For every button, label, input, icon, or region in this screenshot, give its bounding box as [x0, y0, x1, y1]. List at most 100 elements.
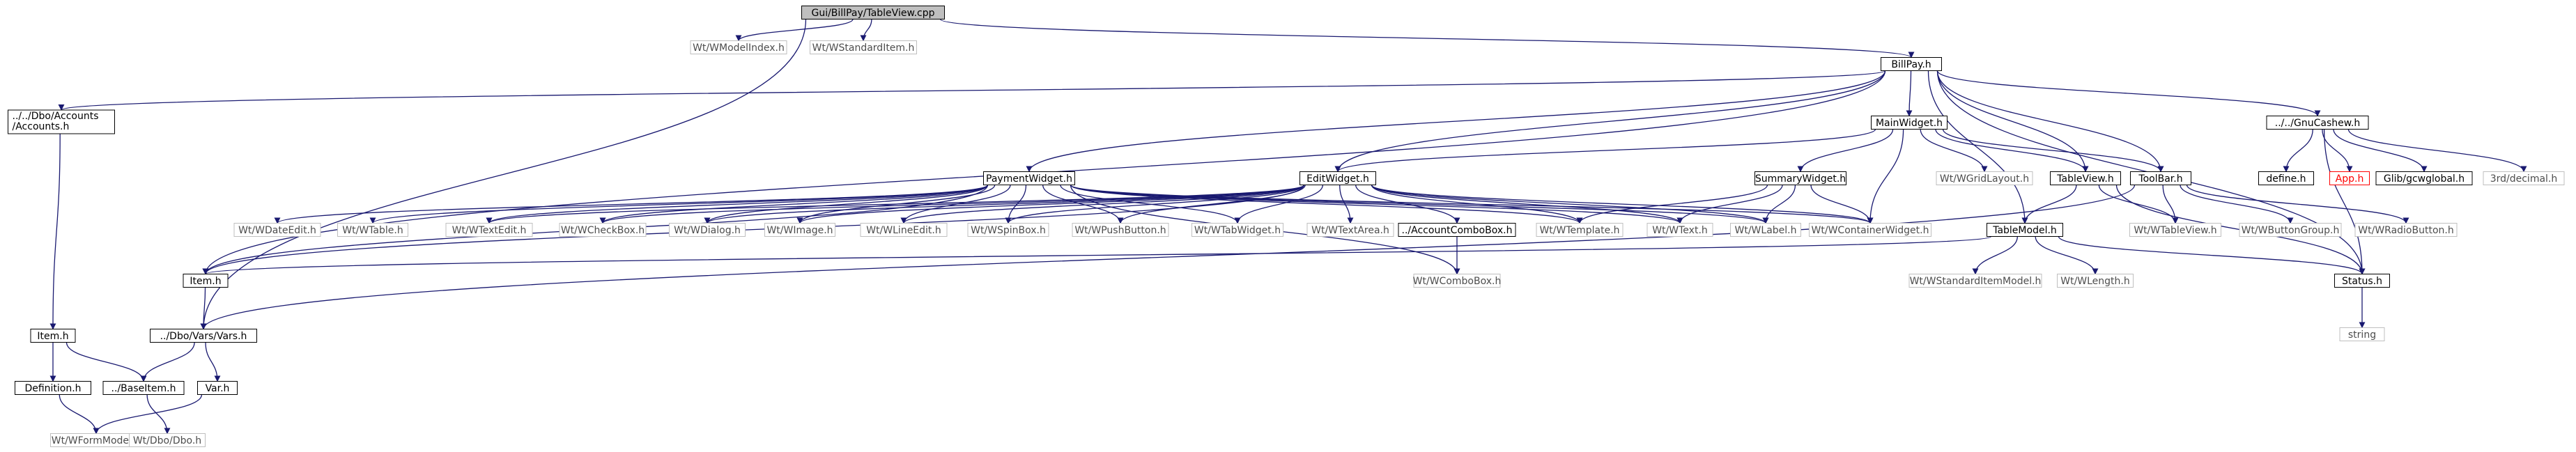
- node-wt-wbuttongroup-h[interactable]: Wt/WButtonGroup.h: [2239, 223, 2342, 237]
- node-box: [2057, 274, 2134, 288]
- node-box: [129, 433, 206, 447]
- node-gnucashew-h[interactable]: ../../GnuCashew.h: [2266, 116, 2369, 130]
- edge-editwidget_h-to-accountcombobox_h: [1355, 185, 1460, 224]
- node-label: Wt/WRadioButton.h: [2358, 225, 2453, 236]
- node-wt-wpushbutton-h[interactable]: Wt/WPushButton.h: [1072, 223, 1169, 237]
- node-wt-wradiobutton-h[interactable]: Wt/WRadioButton.h: [2354, 223, 2458, 237]
- edge-vars_h-to-var_h: [205, 342, 221, 382]
- node-wt-wtabwidget-h[interactable]: Wt/WTabWidget.h: [1191, 223, 1283, 237]
- node-string[interactable]: string: [2339, 327, 2385, 341]
- node-label: TableView.h: [2056, 173, 2113, 185]
- edge-editwidget_h-to-wtextarea: [1339, 185, 1354, 224]
- node-box: [801, 6, 945, 20]
- node-box: [1398, 223, 1516, 237]
- node-wt-wdialog-h[interactable]: Wt/WDialog.h: [669, 223, 746, 237]
- node-item-h[interactable]: Item.h: [183, 274, 229, 288]
- node-dbo-vars-vars-h[interactable]: ../Dbo/Vars/Vars.h: [150, 329, 257, 343]
- node-wt-wlineedit-h[interactable]: Wt/WLineEdit.h: [860, 223, 948, 237]
- node-definition-h[interactable]: Definition.h: [15, 381, 91, 395]
- node-toolbar-h[interactable]: ToolBar.h: [2130, 171, 2191, 185]
- node-label: Wt/WFormModel.h: [52, 435, 141, 446]
- edge-editwidget_h-to-wspinbox: [1005, 185, 1305, 224]
- edge-gnucashew_h-to-decimal: [2347, 129, 2527, 173]
- node-status-h[interactable]: Status.h: [2334, 274, 2390, 288]
- node-accountcombobox-h[interactable]: ../AccountComboBox.h: [1398, 223, 1516, 237]
- node-box: [1871, 116, 1948, 130]
- node-item-h[interactable]: Item.h: [30, 329, 76, 343]
- node-label: App.h: [2336, 173, 2364, 185]
- node-wt-wstandarditemmodel-h[interactable]: Wt/WStandardItemModel.h: [1908, 274, 2042, 288]
- node-gui-billpay-tableview-cpp[interactable]: Gui/BillPay/TableView.cpp: [801, 6, 945, 20]
- node-box: [1809, 223, 1931, 237]
- node-editwidget-h[interactable]: EditWidget.h: [1299, 171, 1376, 185]
- node-wt-wmodelindex-h[interactable]: Wt/WModelIndex.h: [690, 40, 787, 54]
- node-wt-wcombobox-h[interactable]: Wt/WComboBox.h: [1413, 274, 1502, 288]
- node-wt-wtextedit-h[interactable]: Wt/WTextEdit.h: [445, 223, 533, 237]
- edge-toolbar_h-to-wradiobutton: [2186, 185, 2409, 224]
- node-wt-wcheckbox-h[interactable]: Wt/WCheckBox.h: [559, 223, 647, 237]
- node-label: 3rd/decimal.h: [2490, 173, 2558, 185]
- node-wt-wimage-h[interactable]: Wt/WImage.h: [764, 223, 835, 237]
- node-tableview-h[interactable]: TableView.h: [2050, 171, 2121, 185]
- edge-item_h_upper-to-vars_h: [200, 287, 207, 330]
- node-wt-wspinbox-h[interactable]: Wt/WSpinBox.h: [967, 223, 1049, 237]
- node-box: [2266, 116, 2369, 130]
- node-label: Definition.h: [24, 383, 81, 394]
- node-label: TableModel.h: [1992, 225, 2057, 236]
- node-wt-wtable-h[interactable]: Wt/WTable.h: [337, 223, 408, 237]
- node-wt-wcontainerwidget-h[interactable]: Wt/WContainerWidget.h: [1809, 223, 1931, 237]
- node-label: Glib/gcwglobal.h: [2384, 173, 2465, 185]
- node-mainwidget-h[interactable]: MainWidget.h: [1871, 116, 1948, 130]
- node-label: Wt/WComboBox.h: [1413, 276, 1502, 287]
- edge-tableview_h-to-tablemodel_h: [2021, 185, 2077, 224]
- node-box: [2339, 327, 2385, 341]
- edge-editwidget_h-to-wlineedit: [900, 184, 1305, 224]
- node-box: [1936, 171, 2033, 185]
- edge-mainwidget_h-to-wcontainerwidget: [1867, 129, 1904, 224]
- node-label: Wt/WPushButton.h: [1074, 225, 1166, 236]
- node-wt-wlength-h[interactable]: Wt/WLength.h: [2057, 274, 2134, 288]
- edge-gnucashew_h-to-status_h: [2323, 129, 2366, 275]
- node-wt-wlabel-h[interactable]: Wt/WLabel.h: [1730, 223, 1801, 237]
- node-wt-wdateedit-h[interactable]: Wt/WDateEdit.h: [233, 223, 321, 237]
- edge-editwidget_h-to-wimage: [796, 184, 1305, 224]
- node-glib-gcwglobal-h[interactable]: Glib/gcwglobal.h: [2375, 171, 2473, 185]
- node-box: [764, 223, 835, 237]
- node-paymentwidget-h[interactable]: PaymentWidget.h: [983, 171, 1075, 185]
- edge-editwidget_h-to-item_h_upper: [202, 185, 1305, 275]
- node-label: SummaryWidget.h: [1755, 173, 1846, 185]
- edge-paymentwidget_h-to-wpushbutton: [1042, 185, 1124, 224]
- node-tablemodel-h[interactable]: TableModel.h: [1987, 223, 2063, 237]
- node-wt-wgridlayout-h[interactable]: Wt/WGridLayout.h: [1936, 171, 2033, 185]
- node-label: Wt/WModelIndex.h: [693, 42, 785, 54]
- node-billpay-h[interactable]: BillPay.h: [1881, 57, 1942, 71]
- node-wt-wtext-h[interactable]: Wt/WText.h: [1646, 223, 1713, 237]
- edge-paymentwidget_h-to-wdialog: [704, 185, 989, 224]
- edge-billpay_h-to-paymentwidget_h: [1026, 70, 1886, 173]
- node-wt-wtextarea-h[interactable]: Wt/WTextArea.h: [1306, 223, 1394, 237]
- node-label: Gui/BillPay/TableView.cpp: [811, 8, 934, 19]
- node-label: Wt/WDateEdit.h: [238, 225, 316, 236]
- node-dbo-accounts-accounts-h[interactable]: ../../Dbo/Accounts/Accounts.h: [8, 109, 115, 134]
- node-baseitem-h[interactable]: ../BaseItem.h: [102, 381, 185, 395]
- node-summarywidget-h[interactable]: SummaryWidget.h: [1754, 171, 1846, 185]
- node-label: Wt/WButtonGroup.h: [2242, 225, 2340, 236]
- node-app-h[interactable]: App.h: [2329, 171, 2370, 185]
- node-label: Wt/WStandardItem.h: [812, 42, 915, 54]
- node-var-h[interactable]: Var.h: [197, 381, 238, 395]
- node-label: Wt/WTable.h: [342, 225, 403, 236]
- node-label: Wt/WStandardItemModel.h: [1910, 276, 2042, 287]
- node-define-h[interactable]: define.h: [2258, 171, 2314, 185]
- node-3rd-decimal-h[interactable]: 3rd/decimal.h: [2483, 171, 2565, 185]
- node-wt-wformmodel-h[interactable]: Wt/WFormModel.h: [50, 433, 142, 447]
- edge-item_h_lower-to-baseitem_h: [65, 342, 147, 382]
- node-wt-dbo-dbo-h[interactable]: Wt/Dbo/Dbo.h: [129, 433, 206, 447]
- node-wt-wtableview-h[interactable]: Wt/WTableView.h: [2129, 223, 2221, 237]
- node-box: [2329, 171, 2370, 185]
- edge-editwidget_h-to-wdialog: [704, 184, 1305, 224]
- node-wt-wtemplate-h[interactable]: Wt/WTemplate.h: [1536, 223, 1624, 237]
- edge-tableview_cpp-to-billpay_h: [939, 18, 1915, 59]
- node-wt-wstandarditem-h[interactable]: Wt/WStandardItem.h: [810, 40, 917, 54]
- node-box: [690, 40, 787, 54]
- edge-definition_h-to-wformmodel: [59, 394, 100, 435]
